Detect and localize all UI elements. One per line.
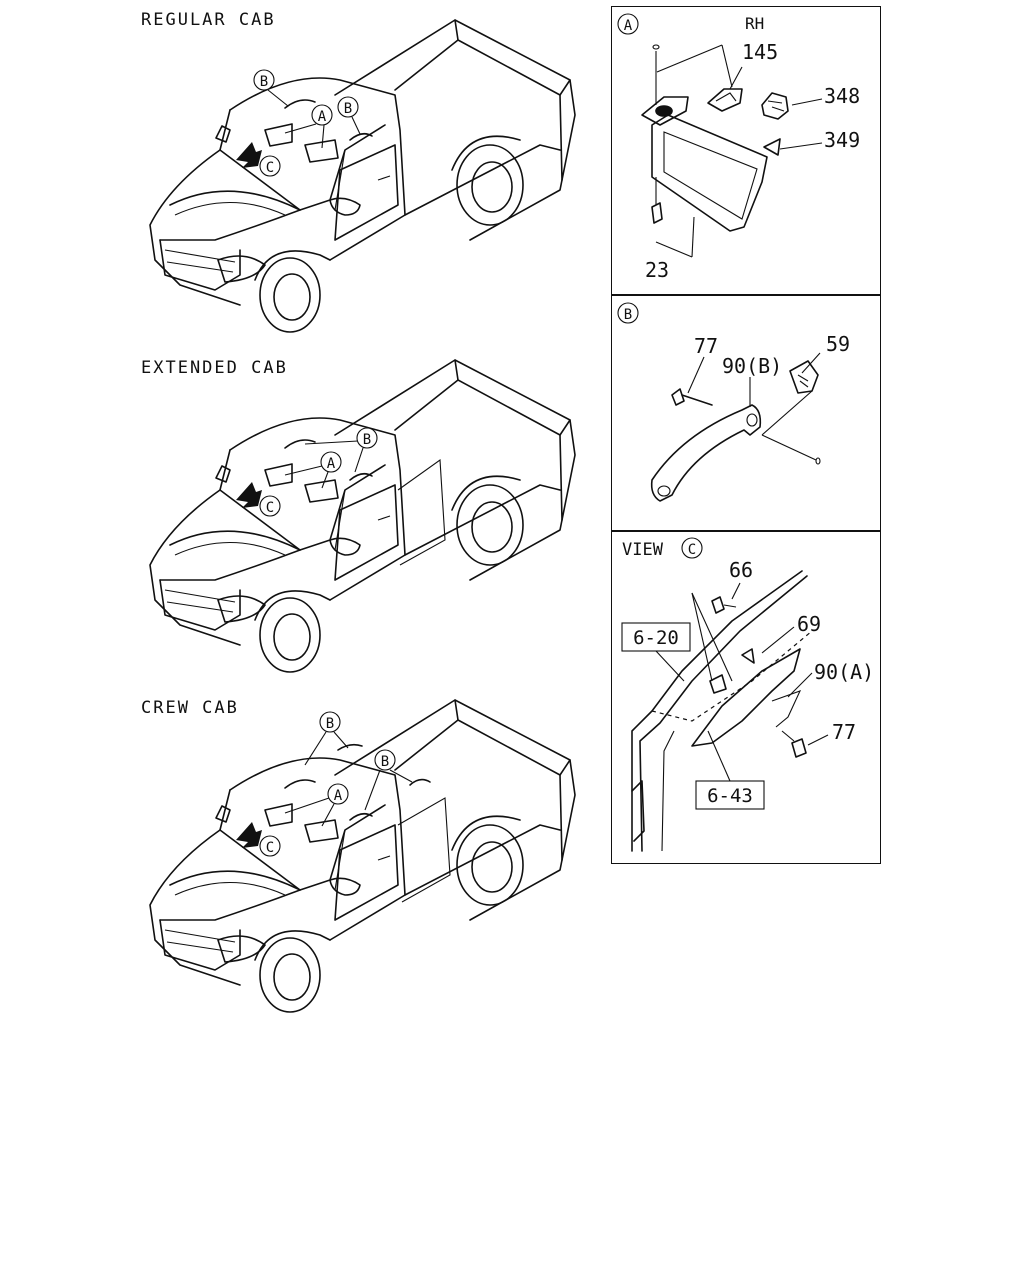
- callout-a-marker: A: [284, 104, 333, 149]
- part-69-label: 69: [797, 612, 821, 636]
- part-145-label: 145: [742, 40, 778, 64]
- panel-a-marker: A: [617, 13, 639, 35]
- part-77-label: 77: [694, 334, 718, 358]
- detail-panel-a: A RH 145 348 349 23: [611, 6, 881, 296]
- panel-b-marker: B: [617, 302, 639, 324]
- panel-c-marker: C: [681, 537, 703, 559]
- svg-text:6-20: 6-20: [633, 627, 679, 649]
- part-349-label: 349: [824, 128, 860, 152]
- ref-box-6-43[interactable]: 6-43: [695, 780, 765, 810]
- sun-visor: [651, 114, 768, 232]
- svg-text:C: C: [688, 542, 696, 558]
- clip-349: [763, 138, 781, 156]
- callout-c-marker: C: [259, 155, 281, 177]
- ref-box-6-20[interactable]: 6-20: [621, 622, 691, 652]
- cover-part: [707, 88, 743, 112]
- svg-text:B: B: [381, 754, 389, 770]
- svg-text:6-43: 6-43: [707, 785, 753, 807]
- callout-b-marker: B: [304, 711, 349, 766]
- svg-text:A: A: [624, 18, 633, 34]
- pillar-trim-diagram: VIEW C 66 69 90(A) 77 6-20 6-43: [621, 537, 874, 852]
- bolt-77: [791, 738, 807, 758]
- callout-b-marker: B: [253, 69, 289, 107]
- callout-b-marker: B: [364, 749, 413, 811]
- callout-b-marker: B: [337, 96, 361, 135]
- clip-59: [789, 360, 819, 394]
- svg-text:B: B: [344, 101, 352, 117]
- callout-b-marker: B: [304, 427, 378, 473]
- part-90b-label: 90(B): [722, 354, 782, 378]
- part-90a-label: 90(A): [814, 660, 874, 684]
- callout-c-marker: C: [259, 835, 281, 857]
- svg-text:C: C: [266, 500, 274, 516]
- crew-cab-label: CREW CAB: [141, 698, 239, 718]
- clip-69: [709, 674, 727, 694]
- pillar-trim: [691, 648, 801, 747]
- view-label: VIEW: [622, 540, 664, 560]
- sun-visor-diagram: A RH 145 348 349 23: [617, 13, 860, 282]
- svg-text:B: B: [624, 307, 632, 323]
- svg-text:B: B: [260, 74, 268, 90]
- rh-label: RH: [745, 14, 764, 33]
- part-59-label: 59: [826, 332, 850, 356]
- extended-cab-truck-drawing: B A C: [149, 359, 576, 673]
- assist-grip: [650, 404, 762, 502]
- assist-grip-diagram: B 77 90(B) 59: [617, 302, 850, 502]
- part-23-label: 23: [645, 258, 669, 282]
- bolt-77: [671, 388, 685, 406]
- detail-panel-c: VIEW C 66 69 90(A) 77 6-20 6-43: [611, 530, 881, 864]
- callout-c-marker: C: [259, 495, 281, 517]
- regular-cab-truck-drawing: B A B C: [149, 19, 576, 333]
- part-66-label: 66: [729, 558, 753, 582]
- part-77-label: 77: [832, 720, 856, 744]
- bolt-23: [651, 202, 663, 224]
- regular-cab-label: REGULAR CAB: [141, 10, 276, 30]
- clip-348: [761, 92, 789, 120]
- detail-panel-b: B 77 90(B) 59: [611, 294, 881, 532]
- svg-text:A: A: [318, 109, 327, 125]
- callout-a-marker: A: [284, 783, 349, 827]
- svg-text:B: B: [363, 432, 371, 448]
- svg-text:C: C: [266, 160, 274, 176]
- svg-text:A: A: [327, 456, 336, 472]
- svg-text:A: A: [334, 788, 343, 804]
- bolt-66: [711, 596, 725, 614]
- callout-a-marker: A: [284, 451, 342, 489]
- visor-bracket: [641, 96, 689, 126]
- svg-text:B: B: [326, 716, 334, 732]
- part-348-label: 348: [824, 84, 860, 108]
- extended-cab-label: EXTENDED CAB: [141, 358, 288, 378]
- crew-cab-truck-drawing: B B A C: [149, 699, 576, 1013]
- svg-text:C: C: [266, 840, 274, 856]
